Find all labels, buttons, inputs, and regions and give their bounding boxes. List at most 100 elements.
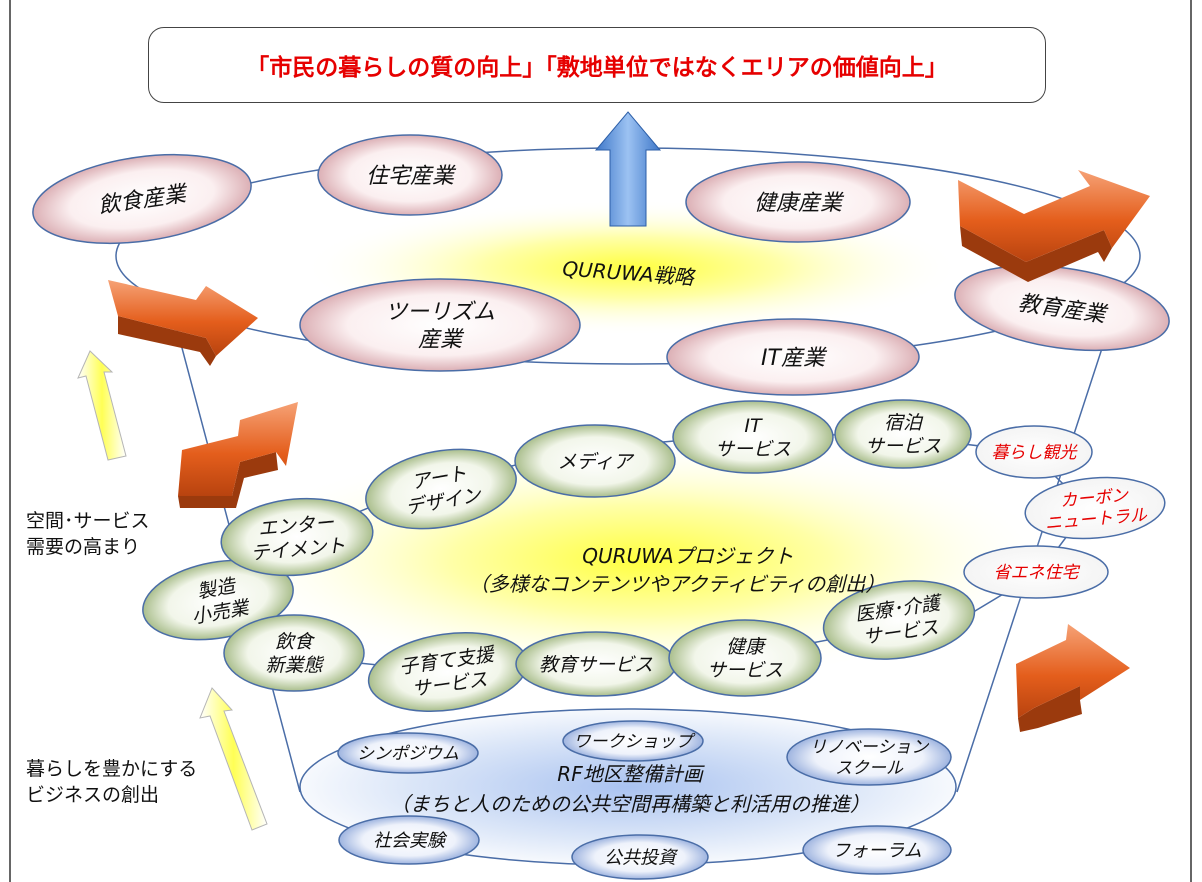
food-industry-ellipse: [32, 153, 252, 245]
media-ellipse: [514, 424, 676, 498]
side-label-demand-line-1: 空間･サービス: [26, 510, 150, 532]
health-service-label: サービス: [707, 660, 783, 682]
lodging-service-ellipse: [834, 399, 972, 469]
renovation-school-label: スクール: [835, 759, 904, 779]
media-node: メディア: [514, 424, 676, 498]
health-industry-node: 健康産業: [685, 161, 911, 243]
it-industry-node: IT産業: [666, 318, 920, 396]
energy-saving-housing-label: 省エネ住宅: [994, 563, 1081, 583]
it-service-label: サービス: [715, 439, 791, 461]
tourism-industry-label: 産業: [418, 328, 465, 353]
food-new-business-label: 新業態: [265, 655, 324, 677]
tourism-industry-ellipse: [299, 278, 581, 372]
side-label-business: 暮らしを豊かにする ビジネスの創出: [26, 756, 197, 808]
node-layer: 飲食産業住宅産業健康産業教育産業IT産業ツーリズム産業製造小売業エンターテイメン…: [32, 134, 1170, 880]
side-label-business-line-2: ビジネスの創出: [26, 784, 160, 806]
orange-arrow-left-face: [108, 280, 258, 356]
it-service-label: IT: [744, 415, 763, 437]
it-industry-ellipse: [666, 318, 920, 396]
health-service-label: 健康: [726, 636, 767, 658]
energy-saving-housing-ellipse: [963, 545, 1109, 599]
health-industry-ellipse: [685, 161, 911, 243]
manufacturing-retail-ellipse: [142, 559, 294, 641]
side-label-business-line-1: 暮らしを豊かにする: [26, 758, 198, 780]
media-label: メディア: [558, 451, 635, 473]
arrow-layer: [77, 111, 1150, 831]
plan-center-label-line-2: （まちと人のための公共空間再構築と利活用の推進）: [390, 792, 870, 816]
tourism-industry-label: ツーリズム: [385, 300, 495, 325]
project-center-label-line-2: （多様なコンテンツやアクティビティの創出）: [469, 572, 886, 596]
orange-arrow-mid-left-shadow: [178, 452, 278, 508]
orange-arrow-left-icon: [108, 280, 258, 366]
it-industry-label: IT産業: [761, 346, 828, 371]
forum-label: フォーラム: [832, 840, 921, 861]
orange-arrow-top-right-shadow: [960, 226, 1112, 282]
housing-industry-node: 住宅産業: [317, 134, 503, 216]
side-label-demand: 空間･サービス 需要の高まり: [26, 508, 150, 560]
orange-arrow-mid-left-icon: [178, 402, 298, 508]
workshop-ellipse: [562, 720, 704, 762]
renovation-school-label: リノベーション: [810, 737, 930, 757]
carbon-neutral-ellipse: [1024, 476, 1166, 540]
orange-arrow-top-right-face: [958, 170, 1150, 262]
workshop-label: ワークショップ: [574, 732, 697, 752]
forum-ellipse: [802, 825, 952, 875]
symposium-node: シンポジウム: [337, 732, 479, 774]
public-investment-node: 公共投資: [571, 834, 709, 880]
renovation-school-ellipse: [786, 728, 952, 786]
public-investment-ellipse: [571, 834, 709, 880]
art-design-ellipse: [365, 448, 517, 530]
public-investment-label: 公共投資: [604, 847, 679, 868]
plan-center-label-line-1: RF地区整備計画: [557, 762, 705, 786]
it-service-ellipse: [672, 400, 834, 474]
entertainment-ellipse: [220, 497, 374, 577]
social-experiment-ellipse: [338, 815, 480, 865]
symposium-ellipse: [337, 732, 479, 774]
education-industry-ellipse: [954, 264, 1170, 352]
housing-industry-label: 住宅産業: [366, 164, 457, 189]
center-label-layer: QURUWA戦略QURUWAプロジェクト（多様なコンテンツやアクティビティの創出…: [390, 256, 885, 816]
project-center-label-line-1: QURUWAプロジェクト: [582, 544, 793, 568]
up-arrow-yellow-lower-icon: [199, 687, 268, 831]
side-label-demand-line-2: 需要の高まり: [26, 536, 141, 558]
health-industry-label: 健康産業: [754, 191, 845, 216]
goal-text: 「市民の暮らしの質の向上」「敷地単位ではなくエリアの価値向上」: [246, 55, 948, 81]
social-experiment-label: 社会実験: [373, 830, 448, 851]
food-new-business-ellipse: [223, 614, 365, 692]
up-arrow-yellow-upper-icon: [77, 350, 127, 461]
medical-care-service-ellipse: [822, 580, 976, 660]
orange-arrow-bottom-right-icon: [1016, 624, 1130, 732]
orange-arrow-bottom-right-face: [1016, 624, 1130, 718]
living-tourism-label: 暮らし観光: [992, 443, 1079, 463]
workshop-node: ワークショップ: [562, 720, 704, 762]
orange-arrow-left-shadow: [118, 316, 216, 366]
goal-box: 「市民の暮らしの質の向上」「敷地単位ではなくエリアの価値向上」: [148, 27, 1046, 103]
education-service-node: 教育サービス: [515, 631, 677, 697]
orange-arrow-mid-left-face: [178, 402, 298, 496]
health-service-ellipse: [668, 619, 822, 697]
food-industry-node: 飲食産業: [32, 153, 252, 245]
living-tourism-node: 暮らし観光: [975, 425, 1093, 479]
lodging-service-label: 宿泊: [884, 412, 924, 434]
housing-industry-ellipse: [317, 134, 503, 216]
living-tourism-ellipse: [975, 425, 1093, 479]
energy-saving-housing-node: 省エネ住宅: [963, 545, 1109, 599]
orange-arrow-top-right-icon: [958, 170, 1150, 282]
up-arrow-blue-icon: [594, 111, 662, 227]
symposium-label: シンポジウム: [357, 744, 459, 764]
food-new-business-label: 飲食: [275, 631, 316, 653]
